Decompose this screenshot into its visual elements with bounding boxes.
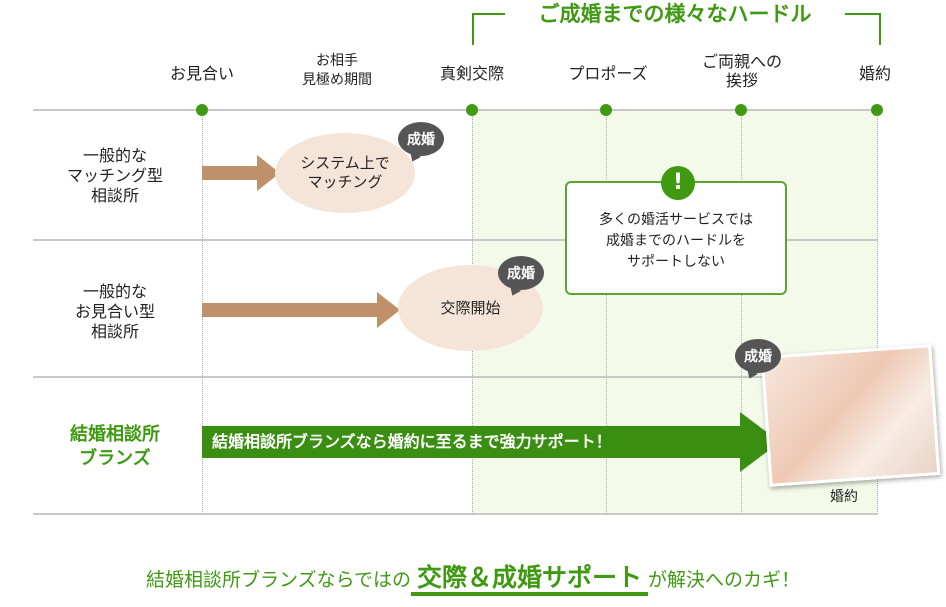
seikon-badge: 成婚 bbox=[735, 339, 781, 373]
callout-text: 多くの婚活サービスでは 成婚までのハードルを サポートしない bbox=[599, 212, 753, 270]
footer-highlight: 交際＆成婚サポート bbox=[411, 563, 649, 596]
photo-caption: 婚約 bbox=[830, 489, 858, 505]
row-label-brands: 結婚相談所 ブランズ bbox=[70, 424, 160, 469]
timeline-axis bbox=[33, 109, 878, 111]
column-guide bbox=[606, 110, 607, 514]
seikon-badge: 成婚 bbox=[398, 122, 444, 156]
bubble: システム上で マッチング bbox=[275, 133, 415, 213]
row-divider bbox=[33, 513, 878, 515]
timeline-dot bbox=[871, 104, 883, 116]
column-label: 真剣交際 bbox=[439, 64, 504, 83]
timeline-dot bbox=[466, 104, 478, 116]
footer-suffix: が解決へのカギ！ bbox=[648, 569, 801, 591]
column-label: プロポーズ bbox=[568, 64, 648, 83]
row-label: 一般的な マッチング型 相談所 bbox=[66, 146, 163, 205]
ring-photo bbox=[760, 344, 941, 487]
arrow-right-icon bbox=[202, 412, 780, 472]
arrow-right-icon bbox=[202, 155, 280, 191]
column-label: ご両親への 挨拶 bbox=[701, 52, 782, 90]
exclamation-icon: ! bbox=[661, 166, 695, 200]
row-divider bbox=[33, 376, 878, 378]
timeline-dot bbox=[600, 104, 612, 116]
timeline-dot bbox=[196, 104, 208, 116]
column-label: 婚約 bbox=[858, 64, 891, 83]
row-label: 一般的な お見合い型 相談所 bbox=[74, 282, 155, 341]
support-arrow-text: 結婚相談所ブランズなら婚約に至るまで強力サポート！ bbox=[212, 432, 612, 451]
callout-box bbox=[565, 181, 787, 295]
arrow-right-icon bbox=[202, 292, 400, 328]
footer-message: 結婚相談所ブランズならではの交際＆成婚サポートが解決へのカギ！ bbox=[0, 558, 946, 596]
column-label: お見合い bbox=[169, 64, 234, 83]
timeline-dot bbox=[735, 104, 747, 116]
column-label: お相手 見極め期間 bbox=[302, 53, 372, 88]
column-guide bbox=[877, 110, 878, 514]
column-guide bbox=[741, 110, 742, 514]
seikon-badge: 成婚 bbox=[498, 256, 544, 290]
hurdle-title: ご成婚までの様々なハードル bbox=[505, 0, 845, 28]
row-divider bbox=[33, 239, 878, 241]
footer-prefix: 結婚相談所ブランズならではの bbox=[145, 569, 412, 591]
